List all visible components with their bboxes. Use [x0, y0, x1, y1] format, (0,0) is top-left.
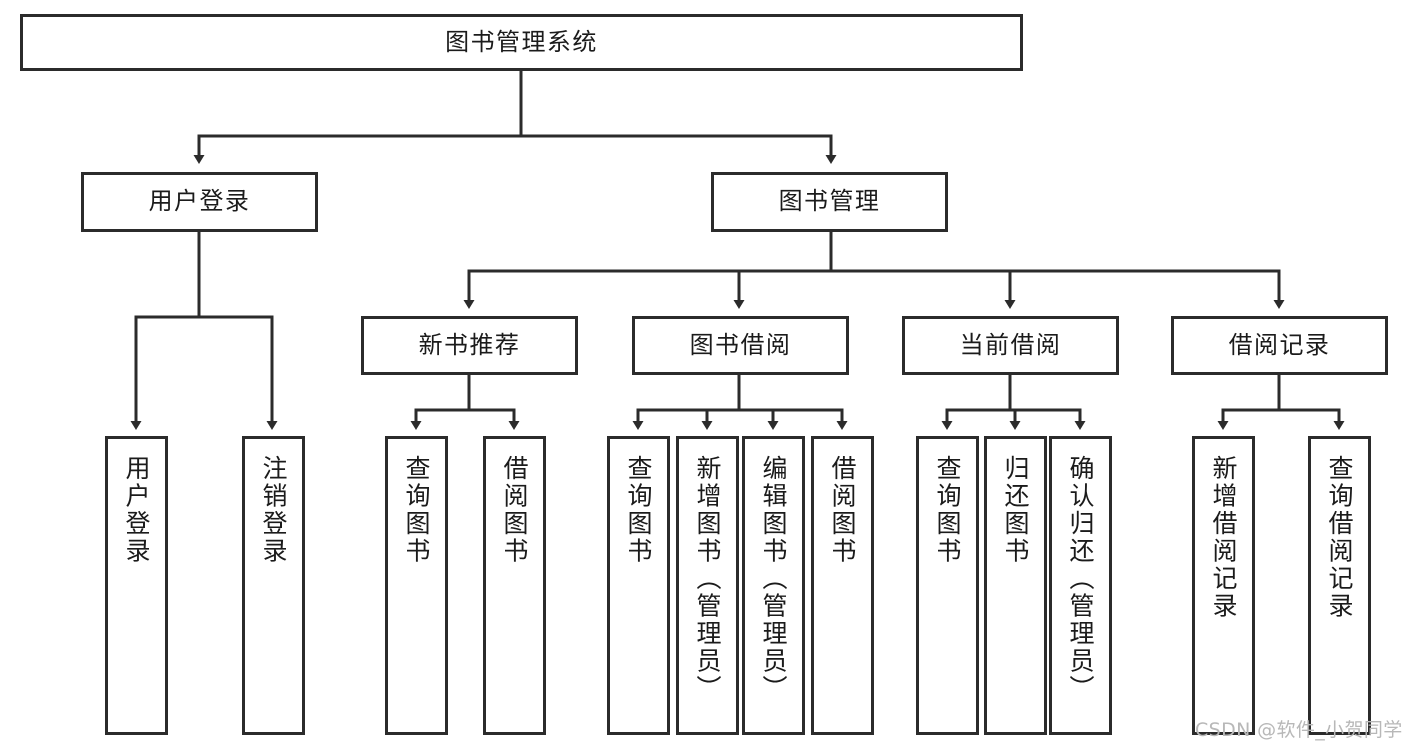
leaf-logout[interactable]: 注销登录 — [242, 436, 305, 735]
leaf-confirm-return-admin-label: 确认归还（管理员） — [1066, 455, 1095, 703]
leaf-confirm-return-admin[interactable]: 确认归还（管理员） — [1049, 436, 1112, 735]
leaf-return-book-label: 归还图书 — [1001, 455, 1030, 565]
leaf-add-book-admin-label: 新增图书（管理员） — [693, 455, 722, 703]
leaf-logout-label: 注销登录 — [259, 455, 288, 565]
leaf-query-book-current[interactable]: 查询图书 — [916, 436, 979, 735]
node-book-borrow-label: 图书借阅 — [689, 330, 792, 359]
leaf-query-book-newbook-label: 查询图书 — [402, 455, 431, 565]
node-book-management-label: 图书管理 — [778, 187, 881, 216]
node-user-login-label: 用户登录 — [148, 187, 251, 216]
csdn-watermark: CSDN @软件_小贺同学 — [1195, 719, 1403, 741]
leaf-borrow-book[interactable]: 借阅图书 — [811, 436, 874, 735]
leaf-return-book[interactable]: 归还图书 — [984, 436, 1047, 735]
leaf-query-book-borrow-label: 查询图书 — [624, 455, 653, 565]
node-new-book-recommend-label: 新书推荐 — [418, 330, 521, 359]
leaf-query-book-newbook[interactable]: 查询图书 — [385, 436, 448, 735]
leaf-user-login[interactable]: 用户登录 — [105, 436, 168, 735]
leaf-edit-book-admin[interactable]: 编辑图书（管理员） — [742, 436, 805, 735]
leaf-user-login-label: 用户登录 — [122, 455, 151, 565]
node-current-borrow[interactable]: 当前借阅 — [902, 316, 1119, 375]
node-root[interactable]: 图书管理系统 — [20, 14, 1023, 71]
leaf-borrow-book-newbook[interactable]: 借阅图书 — [483, 436, 546, 735]
node-book-borrow[interactable]: 图书借阅 — [632, 316, 849, 375]
leaf-query-borrow-record-label: 查询借阅记录 — [1325, 455, 1354, 620]
node-borrow-records[interactable]: 借阅记录 — [1171, 316, 1388, 375]
node-current-borrow-label: 当前借阅 — [959, 330, 1062, 359]
leaf-borrow-book-label: 借阅图书 — [828, 455, 857, 565]
node-root-label: 图书管理系统 — [445, 27, 598, 56]
leaf-borrow-book-newbook-label: 借阅图书 — [500, 455, 529, 565]
leaf-query-book-borrow[interactable]: 查询图书 — [607, 436, 670, 735]
leaf-query-book-current-label: 查询图书 — [933, 455, 962, 565]
node-book-management[interactable]: 图书管理 — [711, 172, 948, 232]
node-new-book-recommend[interactable]: 新书推荐 — [361, 316, 578, 375]
node-user-login[interactable]: 用户登录 — [81, 172, 318, 232]
leaf-add-book-admin[interactable]: 新增图书（管理员） — [676, 436, 739, 735]
leaf-edit-book-admin-label: 编辑图书（管理员） — [759, 455, 788, 703]
leaf-add-borrow-record-label: 新增借阅记录 — [1209, 455, 1238, 620]
node-borrow-records-label: 借阅记录 — [1228, 330, 1331, 359]
leaf-add-borrow-record[interactable]: 新增借阅记录 — [1192, 436, 1255, 735]
leaf-query-borrow-record[interactable]: 查询借阅记录 — [1308, 436, 1371, 735]
